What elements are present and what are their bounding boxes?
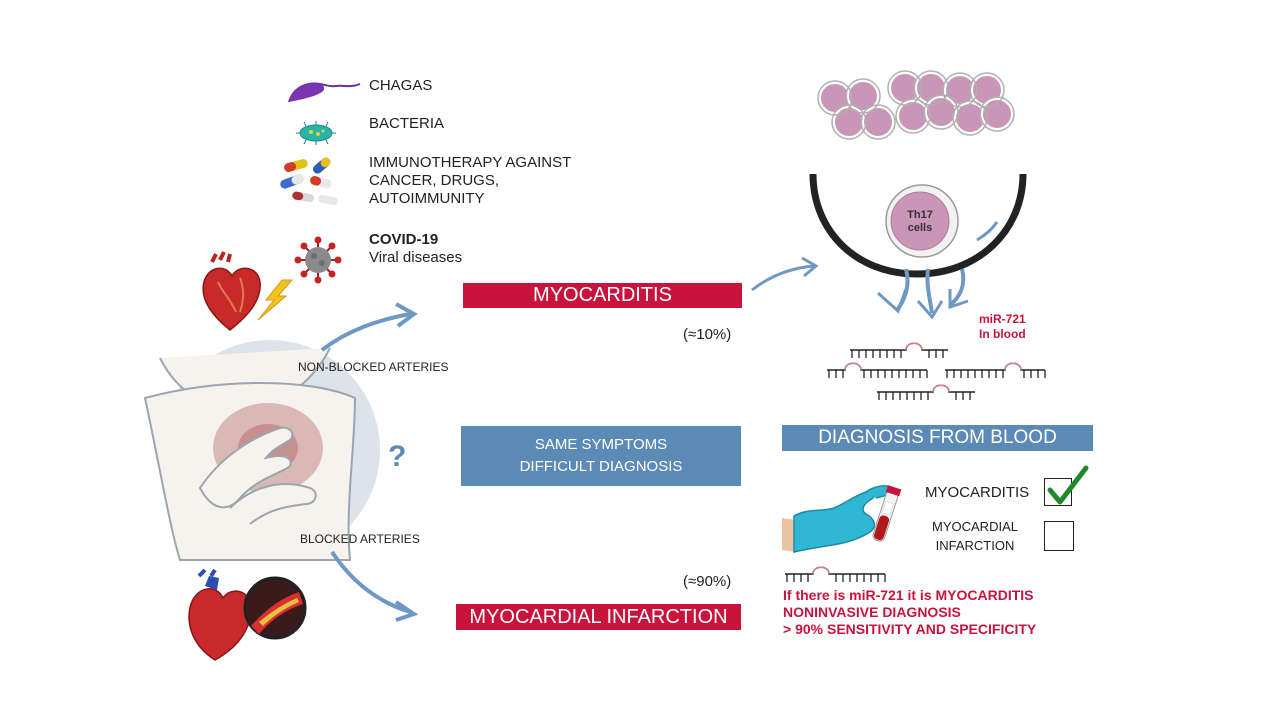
- pills-icon: [280, 157, 338, 206]
- cause-covid-subtitle: Viral diseases: [369, 249, 463, 266]
- diagnosis-title: DIAGNOSIS FROM BLOOD: [818, 427, 1057, 448]
- heart-wall-arc: [809, 173, 1027, 278]
- person-chest-pain-illustration: [143, 340, 380, 561]
- heart-icon: [202, 251, 294, 331]
- diagnosis-option-myocarditis: MYOCARDITIS: [925, 484, 1030, 501]
- cause-bacteria-label: BACTERIA: [369, 115, 445, 132]
- symptoms-line1: SAME SYMPTOMS: [534, 436, 668, 453]
- conclusion-text: If there is miR-721 it is MYOCARDITIS NO…: [783, 587, 1036, 638]
- mirna-strand: [850, 342, 948, 358]
- mirna-label-line1: miR-721: [979, 312, 1026, 326]
- th17-cell-label-line1: Th17: [907, 209, 933, 221]
- blocked-arteries-label: BLOCKED ARTERIES: [300, 532, 420, 546]
- diagnosis-option-infarction-line1: MYOCARDIAL: [932, 519, 1018, 534]
- th17-cell-label-line2: cells: [907, 222, 933, 234]
- non-blocked-arteries-label: NON-BLOCKED ARTERIES: [298, 360, 449, 374]
- mirna-release-arrows: [876, 268, 969, 320]
- myocarditis-outcome-box: MYOCARDITIS: [463, 283, 742, 308]
- arrow-to-mechanism: [751, 256, 819, 292]
- question-mark: ?: [388, 440, 407, 473]
- mirna-strand: [945, 362, 1046, 378]
- blocked-artery-heart-icon: [188, 568, 307, 661]
- diagnosis-title-box: DIAGNOSIS FROM BLOOD: [782, 425, 1093, 451]
- mirna-strand: [827, 362, 928, 378]
- mirna-strand: [877, 384, 975, 400]
- diagnosis-option-infarction-line2: INFARCTION: [935, 538, 1015, 553]
- cause-chagas-label: CHAGAS: [369, 77, 433, 94]
- check-icon: [1047, 465, 1089, 505]
- arrow-to-myocarditis: [320, 302, 418, 352]
- myocarditis-percentage: (≈10%): [683, 326, 732, 343]
- cause-covid-title: COVID-19: [369, 231, 439, 248]
- conclusion-line2: NONINVASIVE DIAGNOSIS: [783, 604, 961, 620]
- th17-cell-cluster: [817, 70, 1015, 140]
- mirna-strand: [785, 566, 886, 582]
- mirna-label: miR-721 In blood: [979, 312, 1026, 342]
- conclusion-line3: > 90% SENSITIVITY AND SPECIFICITY: [783, 621, 1037, 637]
- infarction-outcome-box: MYOCARDIAL INFARCTION: [456, 604, 741, 630]
- symptoms-box: SAME SYMPTOMS DIFFICULT DIAGNOSIS: [461, 426, 741, 486]
- th17-cell-label: Th17 cells: [884, 209, 956, 235]
- cause-covid-label: COVID-19 Viral diseases: [369, 231, 462, 267]
- cause-immunotherapy-line3: AUTOIMMUNITY: [369, 190, 485, 207]
- mirna-label-line2: In blood: [979, 327, 1026, 341]
- infarction-percentage: (≈90%): [683, 573, 732, 590]
- mirna-strands: [827, 342, 1046, 400]
- infarction-outcome-label: MYOCARDIAL INFARCTION: [469, 605, 728, 628]
- parasite-icon: [288, 82, 361, 103]
- symptoms-line2: DIFFICULT DIAGNOSIS: [519, 458, 683, 475]
- cause-immunotherapy-line2: CANCER, DRUGS,: [369, 172, 500, 189]
- conclusion-line1: If there is miR-721 it is MYOCARDITIS: [783, 587, 1034, 603]
- arrow-to-infarction: [330, 550, 419, 622]
- mirna-strand-small: [785, 566, 886, 582]
- cause-immunotherapy-label: IMMUNOTHERAPY AGAINST CANCER, DRUGS, AUT…: [369, 154, 571, 208]
- myocarditis-outcome-label: MYOCARDITIS: [533, 284, 672, 306]
- infarction-checkbox[interactable]: [1044, 521, 1074, 551]
- bacteria-icon: [296, 121, 336, 145]
- cause-immunotherapy-line1: IMMUNOTHERAPY AGAINST: [369, 154, 572, 171]
- diagnosis-option-infarction: MYOCARDIAL INFARCTION: [925, 517, 1025, 555]
- virus-icon: [294, 236, 342, 284]
- blood-sample-hand-icon: [782, 485, 902, 553]
- th17-cell-icon: [885, 184, 959, 258]
